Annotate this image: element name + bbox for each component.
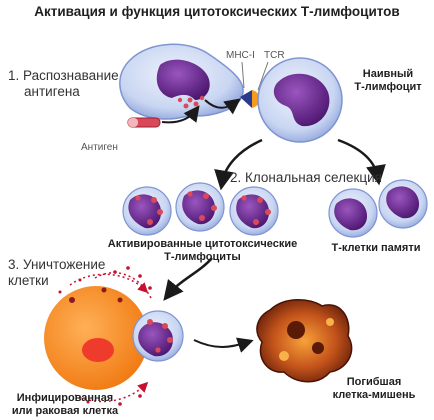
tcr-pointer [257, 61, 269, 91]
step-destruction-line2: клетки [8, 273, 49, 288]
arrow-to-memory [337, 138, 386, 186]
label-infected-line1: Инфицированная [16, 392, 114, 404]
label-activated-line2: Т-лимфоциты [164, 251, 241, 263]
antigen-presentation-arrow [204, 98, 241, 115]
step-destruction-line1: 3. Уничтожение [8, 257, 106, 272]
step-selection: 2. Клональная селекция [230, 170, 382, 185]
infected-cell [44, 286, 148, 390]
naive-t-cell [257, 57, 343, 143]
activated-cell-3 [229, 186, 279, 236]
label-infected-line2: или раковая клетка [11, 405, 119, 417]
granule-dots [58, 266, 152, 406]
attacking-t-cell [132, 310, 184, 362]
label-mhc: MHC-I [226, 50, 255, 61]
arrow-to-destruction [163, 257, 213, 301]
antigen-particle [127, 117, 161, 128]
step-recognition-line1: 1. Распознавание [8, 68, 119, 83]
memory-cell-2 [378, 179, 428, 229]
memory-cell-1 [328, 188, 378, 238]
label-dying-line2: клетка-мишень [332, 389, 416, 401]
mhc-pointer [241, 61, 245, 89]
label-naive-line1: Наивный [362, 68, 414, 80]
label-tcr: TCR [264, 50, 285, 61]
antigen-uptake-arrow [161, 105, 200, 124]
mhc-complex [240, 90, 252, 108]
step-recognition-line2: антигена [24, 84, 80, 99]
activated-cell-2 [175, 182, 225, 232]
page-title: Активация и функция цитотоксических Т-ли… [34, 4, 400, 19]
activated-cell-1 [122, 186, 172, 236]
label-memory: Т-клетки памяти [331, 242, 421, 254]
arrow-to-dying-cell [193, 337, 254, 353]
antigen-presenting-cell [119, 43, 244, 120]
label-naive-line2: Т-лимфоцит [354, 81, 422, 93]
arrow-to-activated [214, 138, 263, 191]
label-antigen: Антиген [81, 142, 118, 153]
label-dying-line1: Погибшая [346, 376, 402, 388]
label-activated-line1: Активированные цитотоксические [107, 238, 298, 250]
dying-target-cell [256, 299, 353, 383]
perforin-arcs [69, 272, 153, 403]
